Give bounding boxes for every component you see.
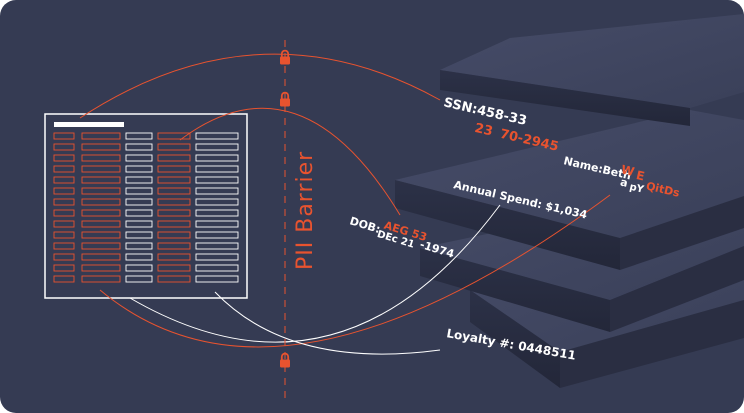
table-cell <box>53 253 75 261</box>
table-cell <box>157 253 191 261</box>
table-cell <box>157 275 191 283</box>
ssn-scrambled-digits: 70 <box>498 127 519 146</box>
table-cell <box>157 187 191 195</box>
table-cell <box>81 264 121 272</box>
table-cell <box>157 143 191 151</box>
table-cell <box>125 242 153 250</box>
table-cell <box>125 165 153 173</box>
table-cell <box>157 231 191 239</box>
flow-line-loyalty <box>214 291 441 355</box>
table-cell <box>81 209 121 217</box>
table-cell <box>195 132 239 140</box>
table-frame <box>44 113 248 299</box>
table-cell <box>125 220 153 228</box>
data-flow-lines <box>79 53 611 355</box>
slab-top <box>440 14 744 126</box>
table-cell <box>81 275 121 283</box>
table-cell <box>195 209 239 217</box>
table-cell <box>53 154 75 162</box>
table-cell <box>81 220 121 228</box>
table-cell <box>81 143 121 151</box>
name-overlap-char: a <box>619 176 629 190</box>
table-cell <box>157 220 191 228</box>
table-cell <box>81 187 121 195</box>
table-cell <box>125 176 153 184</box>
table-cell <box>81 154 121 162</box>
table-cell <box>53 132 75 140</box>
table-cell <box>157 165 191 173</box>
table-cell <box>125 264 153 272</box>
table-cell <box>195 154 239 162</box>
table-cell <box>157 176 191 184</box>
table-cell <box>195 220 239 228</box>
table-cell <box>125 253 153 261</box>
table-cell <box>125 143 153 151</box>
table-cell <box>125 198 153 206</box>
lock-icon <box>280 352 290 368</box>
table-cell <box>53 220 75 228</box>
table-cell <box>125 231 153 239</box>
table-cell <box>125 209 153 217</box>
ssn-scrambled-digits: 23 <box>473 121 494 140</box>
table-cell <box>53 264 75 272</box>
name-scrambled-char: W <box>620 162 636 179</box>
customer-data-table <box>44 113 248 299</box>
name-overlap-char: pY <box>628 182 645 196</box>
table-cell <box>195 165 239 173</box>
table-cell <box>157 209 191 217</box>
table-cell <box>81 253 121 261</box>
flow-line-name <box>99 194 611 348</box>
table-cell <box>81 176 121 184</box>
table-cell <box>195 176 239 184</box>
lock-icon <box>280 91 290 107</box>
table-cell <box>81 242 121 250</box>
table-cell <box>53 165 75 173</box>
flow-line-ssn <box>79 53 441 119</box>
table-cell <box>157 198 191 206</box>
table-cell <box>53 198 75 206</box>
table-title-bar <box>54 122 124 127</box>
table-cell <box>53 209 75 217</box>
table-cell <box>81 198 121 206</box>
table-cell <box>81 165 121 173</box>
table-cell <box>53 143 75 151</box>
data-slab-stack <box>395 14 744 388</box>
table-cell <box>157 132 191 140</box>
table-cell <box>195 198 239 206</box>
table-cell <box>53 231 75 239</box>
table-cell <box>157 242 191 250</box>
table-cell <box>81 132 121 140</box>
table-cell <box>125 154 153 162</box>
slab-upper-mid <box>395 110 744 270</box>
table-cell <box>195 143 239 151</box>
table-cell <box>157 154 191 162</box>
table-cell <box>195 187 239 195</box>
flow-line-dob <box>179 107 401 216</box>
table-cell <box>53 275 75 283</box>
ssn-field: SSN:458-33 23 70 -2945 <box>442 95 560 155</box>
table-cell <box>81 231 121 239</box>
table-cell <box>157 264 191 272</box>
name-scrambled-char: E <box>635 168 646 183</box>
table-cell <box>53 242 75 250</box>
table-cell <box>53 176 75 184</box>
table-cell <box>125 275 153 283</box>
table-cell <box>195 242 239 250</box>
table-cell <box>195 231 239 239</box>
table-cell <box>195 264 239 272</box>
table-cell <box>195 275 239 283</box>
table-cell <box>125 132 153 140</box>
lock-icon <box>280 49 290 65</box>
table-cell <box>53 187 75 195</box>
table-cell <box>125 187 153 195</box>
pii-barrier-label: PII Barrier <box>293 151 318 270</box>
table-cell <box>195 253 239 261</box>
flow-line-annual-spend <box>129 204 501 343</box>
